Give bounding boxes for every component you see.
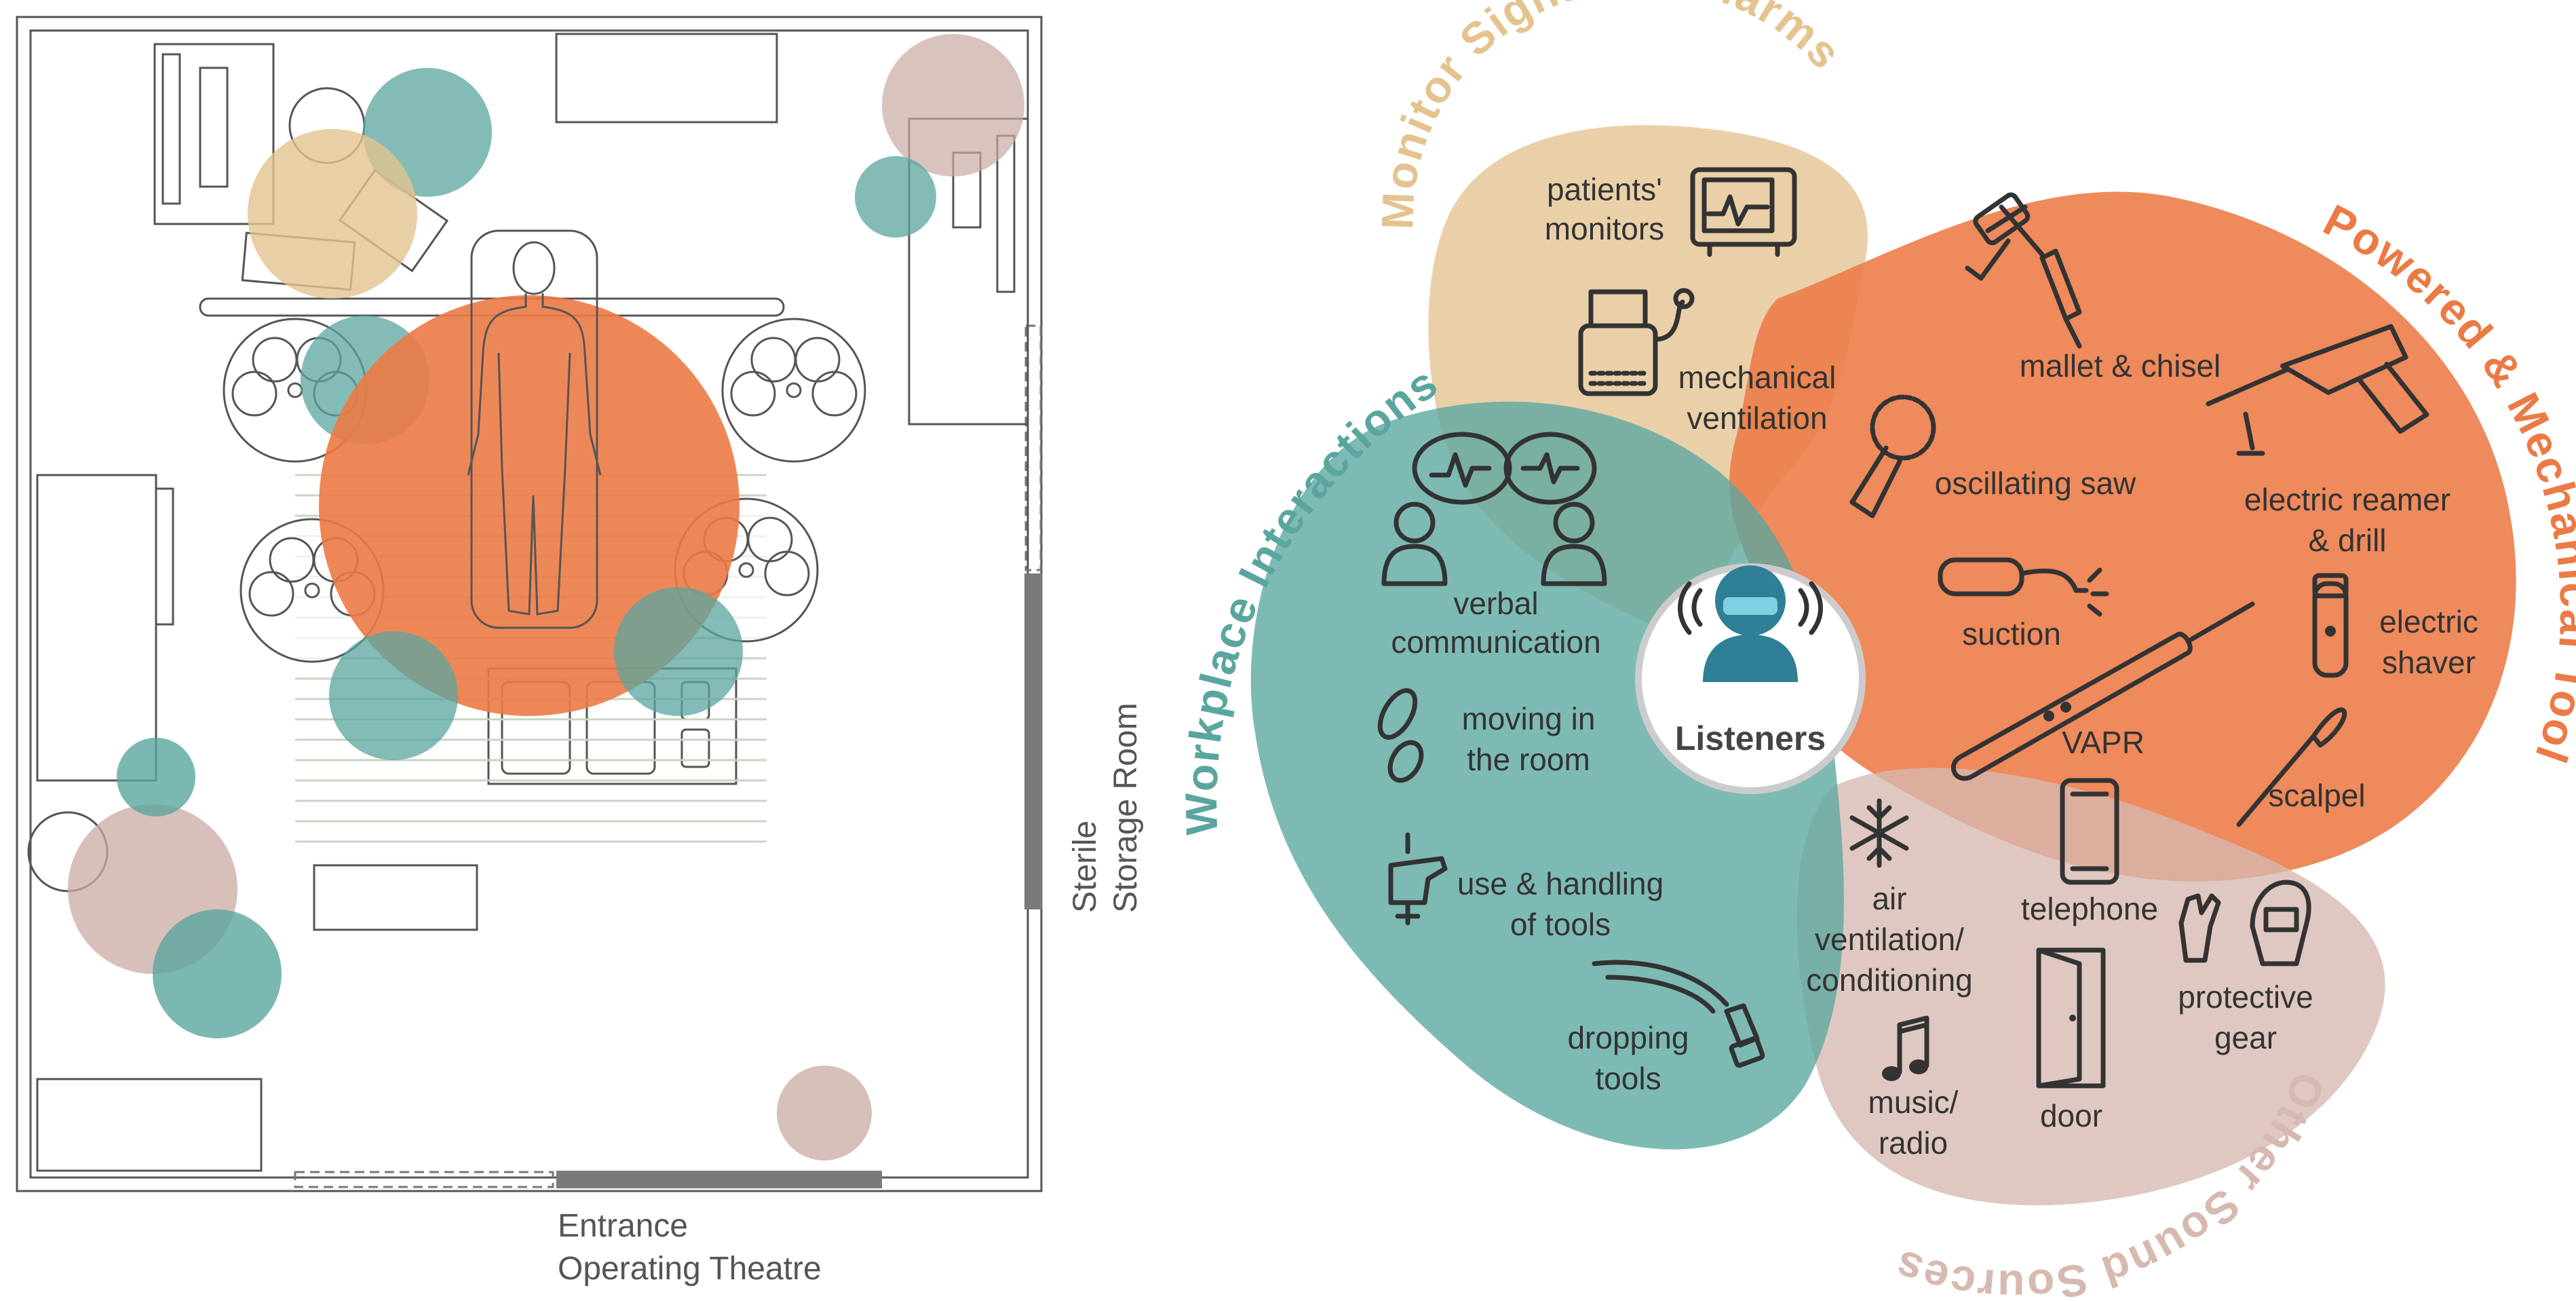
item-music-radio: music/ radio [1868, 1015, 1959, 1161]
moving-room-line2: the room [1467, 742, 1590, 777]
verbal-communication-line2: communication [1391, 624, 1600, 660]
dropping-tools-line2: tools [1595, 1061, 1661, 1096]
sterile-door-frame [1024, 324, 1042, 571]
hand-tool-icon [1388, 832, 1448, 926]
moving-room-line1: moving in [1462, 701, 1596, 736]
door-icon [2036, 947, 2106, 1089]
music-radio-line1: music/ [1868, 1085, 1959, 1120]
item-mallet-chisel: mallet & chisel [1965, 192, 2221, 383]
door-label: door [2040, 1098, 2102, 1133]
snowflake-icon [1849, 798, 1909, 868]
vapr-icon [1950, 601, 2255, 781]
ventilator-icon [1578, 288, 1695, 396]
air-ventilation-line2: ventilation/ [1815, 922, 1964, 957]
item-air-ventilation: air ventilation/ conditioning [1806, 798, 1973, 998]
sound-zones [68, 34, 1024, 1161]
music-note-icon [1882, 1015, 1929, 1081]
item-mechanical-ventilation: mechanical ventilation [1578, 288, 1837, 436]
item-use-handling: use & handling of tools [1388, 832, 1664, 942]
mallet-chisel-label: mallet & chisel [2020, 348, 2221, 383]
sterile-door [1024, 573, 1042, 909]
phone-icon [2060, 778, 2119, 885]
item-electric-reamer: electric reamer & drill [2206, 324, 2450, 558]
item-patients-monitors: patients' monitors [1545, 167, 1797, 257]
item-electric-shaver: electric shaver [2312, 573, 2478, 680]
protective-gear-line2: gear [2214, 1020, 2277, 1055]
item-dropping-tools: dropping tools [1567, 960, 1765, 1096]
mechanical-ventilation-line1: mechanical [1678, 360, 1837, 395]
scalpel-label: scalpel [2268, 778, 2365, 813]
storage-room-label: Storage Room [1108, 703, 1144, 913]
suction-icon [1938, 557, 2109, 617]
item-protective-gear: protective gear [2178, 880, 2313, 1055]
listener-icon [1678, 565, 1823, 682]
entrance-door [556, 1171, 882, 1188]
item-vapr: VAPR [1950, 601, 2255, 781]
listeners-label: Listeners [1675, 719, 1826, 757]
scalpel-icon [2236, 707, 2347, 827]
sterile-storage-label: Sterile Storage Room [1067, 703, 1144, 913]
sterile-label: Sterile [1067, 821, 1103, 913]
entrance-door-frame [294, 1171, 554, 1188]
oscillating-saw-label: oscillating saw [1935, 466, 2136, 501]
patient-figure [467, 229, 602, 629]
item-scalpel: scalpel [2236, 707, 2366, 827]
monitor-icon [1690, 167, 1797, 257]
mallet-chisel-icon [1965, 192, 2082, 349]
drill-icon [2206, 324, 2429, 456]
item-door: door [2036, 947, 2106, 1133]
oscillating-saw-icon [1849, 394, 1936, 518]
electric-shaver-line1: electric [2379, 604, 2478, 639]
air-ventilation-line1: air [1872, 881, 1906, 916]
blob-other [1796, 768, 2385, 1205]
patients-monitors-line2: monitors [1545, 211, 1664, 246]
suction-label: suction [1962, 616, 2061, 652]
protective-gear-line1: protective [2178, 979, 2313, 1015]
blob-powered [1729, 191, 2516, 882]
floor-plan: Sterile Storage Room Entrance Operating … [16, 16, 1144, 1287]
patients-monitors-line1: patients' [1547, 172, 1662, 207]
use-handling-line1: use & handling [1457, 866, 1664, 901]
item-suction: suction [1938, 557, 2109, 652]
shaver-icon [2312, 573, 2349, 678]
music-radio-line2: radio [1879, 1125, 1948, 1161]
dropping-tools-line1: dropping [1567, 1020, 1689, 1055]
electric-shaver-line2: shaver [2382, 645, 2476, 680]
verbal-communication-line1: verbal [1453, 586, 1538, 621]
item-verbal-communication: verbal communication [1381, 432, 1607, 660]
conversation-icon [1381, 432, 1607, 586]
entrance-label: Entrance [558, 1208, 688, 1244]
electric-reamer-line2: & drill [2308, 523, 2386, 558]
item-oscillating-saw: oscillating saw [1849, 394, 2136, 518]
item-moving-room: moving in the room [1377, 688, 1596, 783]
operating-theatre-label: Operating Theatre [558, 1251, 822, 1287]
vapr-label: VAPR [2062, 725, 2145, 760]
electric-reamer-line1: electric reamer [2244, 482, 2450, 517]
mechanical-ventilation-line2: ventilation [1687, 400, 1827, 436]
air-ventilation-line3: conditioning [1806, 962, 1973, 998]
telephone-label: telephone [2021, 891, 2158, 926]
footsteps-icon [1377, 688, 1424, 783]
dropping-tool-icon [1592, 960, 1765, 1068]
use-handling-line2: of tools [1510, 907, 1611, 942]
item-telephone: telephone [2021, 778, 2158, 926]
listener-hub: Listeners [1635, 563, 1866, 794]
protective-gear-icon [2178, 880, 2311, 966]
